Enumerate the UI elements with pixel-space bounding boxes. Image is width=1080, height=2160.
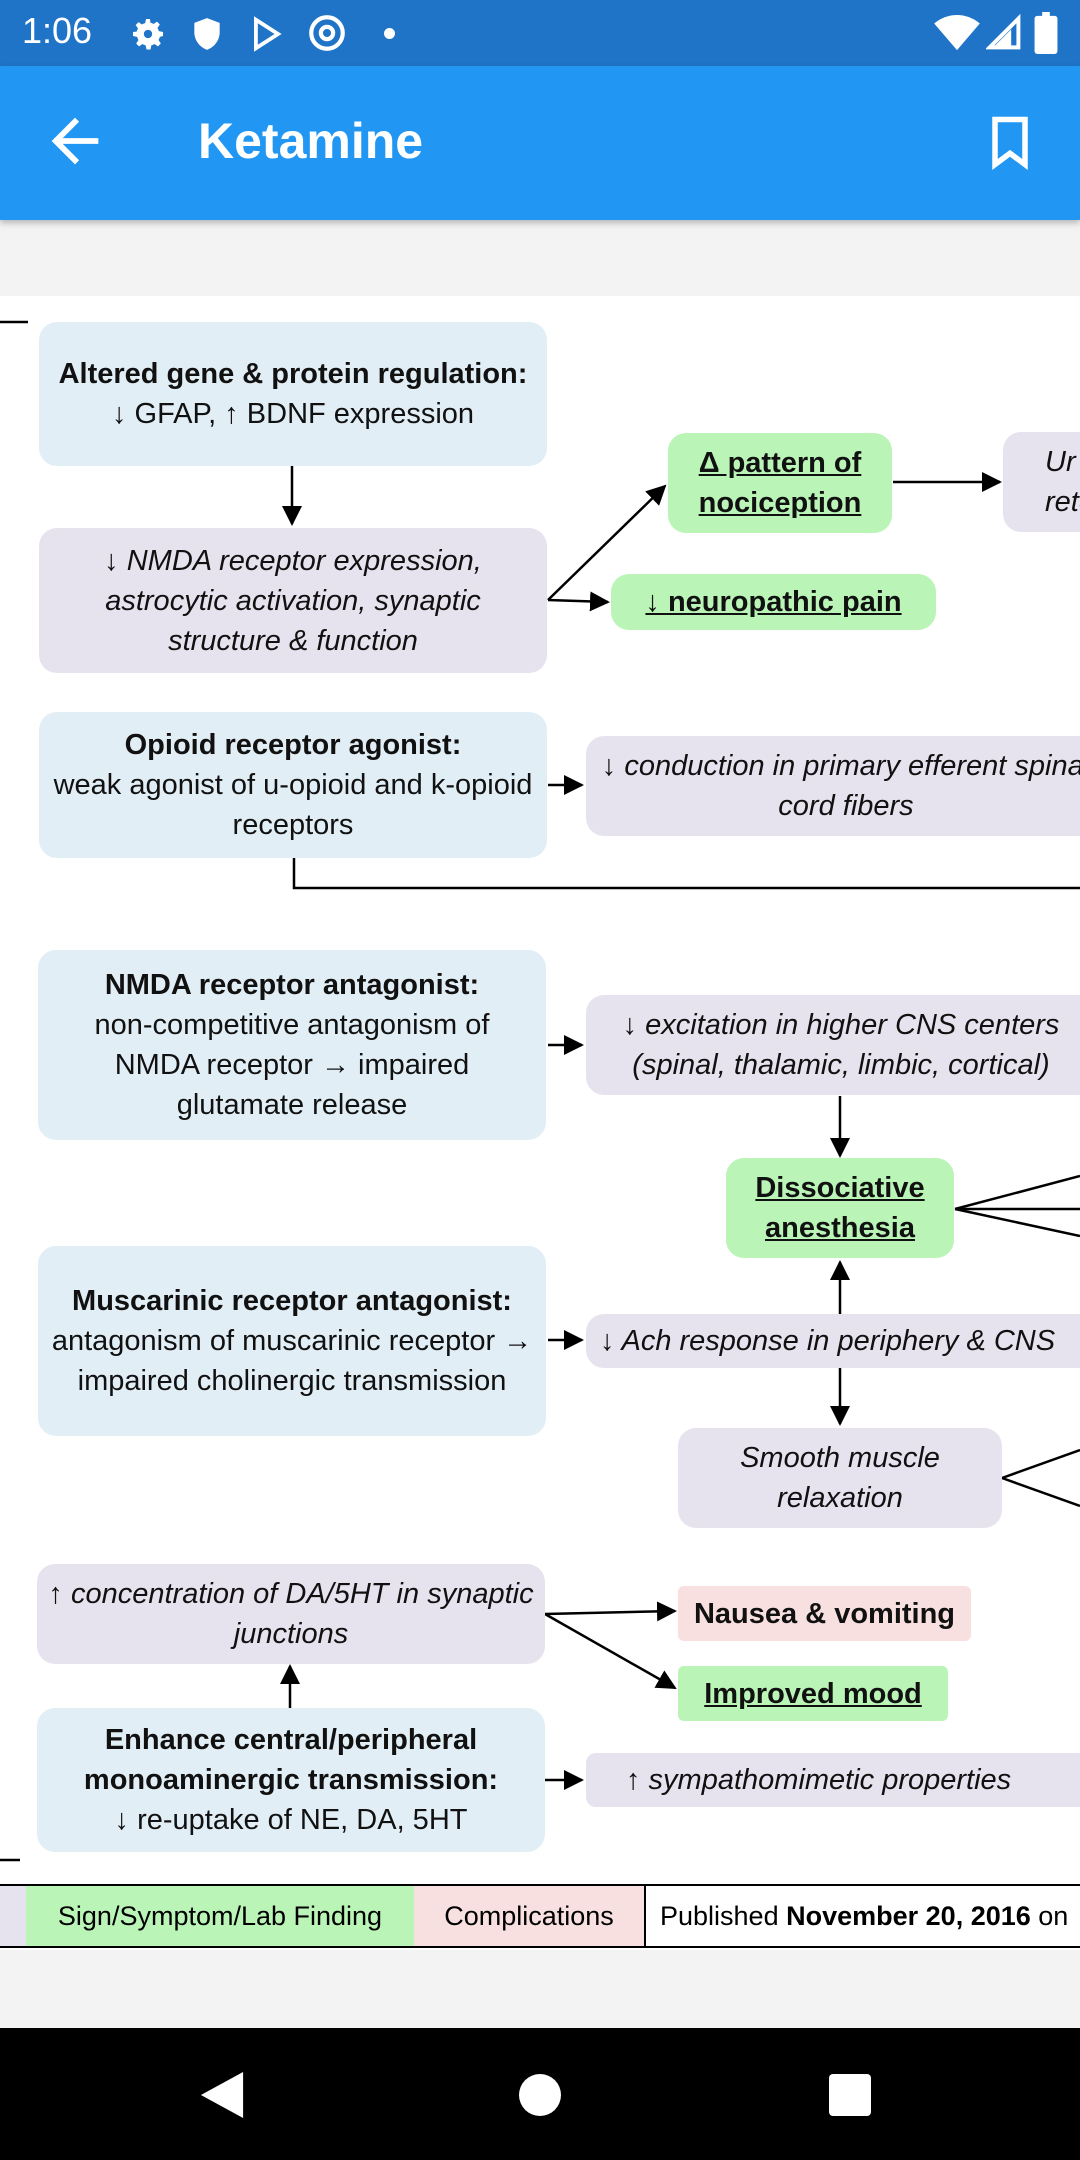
dissociative-anesthesia-box: Dissociative anesthesia	[726, 1158, 954, 1258]
neuropathic-pain-text: ↓ neuropathic pain	[645, 586, 902, 618]
ach-response-text: ↓ Ach response in periphery & CNS	[600, 1325, 1056, 1357]
cut-off-box: Ur rete	[1003, 432, 1080, 532]
conduction-box: ↓ conduction in primary efferent spinal …	[586, 736, 1080, 836]
smooth-muscle-box: Smooth muscle relaxation	[678, 1428, 1002, 1528]
gene-regulation-title: Altered gene & protein regulation:	[58, 358, 528, 390]
gene-regulation-body: ↓ GFAP, ↑ BDNF expression	[111, 398, 475, 430]
neuropathic-pain-box: ↓ neuropathic pain	[611, 574, 936, 630]
sympathomimetic-box: ↑ sympathomimetic properties	[586, 1753, 1080, 1807]
dot-icon	[384, 28, 395, 39]
shield-icon	[194, 18, 220, 50]
wifi-icon	[934, 14, 980, 51]
monoaminergic-title: Enhance central/peripheral monoaminergic…	[83, 1724, 499, 1796]
nav-home-icon[interactable]	[519, 2074, 561, 2116]
dissociative-anesthesia-text: Dissociative anesthesia	[755, 1172, 925, 1244]
battery-icon	[1034, 12, 1058, 54]
app-bar: Ketamine	[0, 66, 1080, 220]
page-title: Ketamine	[198, 113, 424, 169]
published-suffix: on	[1038, 1900, 1069, 1931]
nmda-expression-box: ↓ NMDA receptor expression, astrocytic a…	[39, 528, 547, 673]
pattern-nociception-box: Δ pattern of nociception	[668, 433, 892, 533]
status-time: 1:06	[22, 10, 93, 51]
legend-complications-text: Complications	[444, 1900, 614, 1931]
settings-icon	[133, 19, 163, 50]
cut-off-text-2: rete	[1045, 486, 1080, 518]
nausea-vomiting-box: Nausea & vomiting	[678, 1586, 971, 1641]
flowchart-panel[interactable]: Altered gene & protein regulation: ↓ GFAP…	[0, 296, 1080, 1950]
legend-pathophys-swatch	[0, 1886, 26, 1946]
bookmark-icon[interactable]	[980, 112, 1040, 172]
navigation-bar	[0, 2028, 1080, 2160]
legend-sign-text: Sign/Symptom/Lab Finding	[57, 1900, 383, 1931]
published-info: Published November 20, 2016 on	[644, 1886, 1080, 1946]
ach-response-box: ↓ Ach response in periphery & CNS	[586, 1314, 1080, 1368]
cut-off-text-1: Ur	[1045, 446, 1076, 478]
published-date: November 20, 2016	[786, 1900, 1031, 1931]
muscarinic-antagonist-title: Muscarinic receptor antagonist:	[72, 1285, 512, 1317]
nausea-vomiting-text: Nausea & vomiting	[693, 1597, 956, 1630]
muscarinic-antagonist-body: antagonism of muscarinic receptor → impa…	[51, 1325, 533, 1397]
sympathomimetic-text: ↑ sympathomimetic properties	[626, 1764, 1012, 1796]
concentration-text: ↑ concentration of DA/5HT in synaptic ju…	[48, 1578, 534, 1650]
opioid-agonist-box: Opioid receptor agonist: weak agonist of …	[39, 712, 547, 858]
at-sign-icon	[309, 15, 345, 51]
legend-sign-symptom: Sign/Symptom/Lab Finding	[26, 1886, 414, 1946]
status-bar: 1:06	[0, 0, 1080, 66]
nmda-antagonist-body: non-competitive antagonism of NMDA recep…	[94, 1009, 490, 1121]
nmda-antagonist-title: NMDA receptor antagonist:	[104, 969, 480, 1001]
monoaminergic-box: Enhance central/peripheral monoaminergic…	[37, 1708, 545, 1852]
excitation-text: ↓ excitation in higher CNS centers (spin…	[622, 1009, 1060, 1081]
improved-mood-box: Improved mood	[678, 1666, 948, 1721]
legend-complications: Complications	[414, 1886, 644, 1946]
excitation-box: ↓ excitation in higher CNS centers (spin…	[586, 995, 1080, 1095]
back-arrow-icon[interactable]	[40, 106, 110, 176]
published-prefix: Published	[660, 1900, 779, 1931]
nmda-antagonist-box: NMDA receptor antagonist: non-competitive…	[38, 950, 546, 1140]
opioid-agonist-title: Opioid receptor agonist:	[124, 729, 462, 761]
opioid-agonist-body: weak agonist of u-opioid and k-opioid re…	[53, 769, 533, 841]
gene-regulation-box: Altered gene & protein regulation: ↓ GFAP…	[39, 322, 547, 466]
play-store-icon	[254, 16, 282, 52]
conduction-text: ↓ conduction in primary efferent spinal …	[601, 750, 1080, 822]
nav-back-icon[interactable]	[200, 2072, 244, 2118]
nmda-expression-text: ↓ NMDA receptor expression, astrocytic a…	[104, 544, 482, 657]
legend-bar: Sign/Symptom/Lab Finding Complications P…	[0, 1884, 1080, 1948]
muscarinic-antagonist-box: Muscarinic receptor antagonist: antagonis…	[38, 1246, 546, 1436]
signal-icon	[986, 14, 1021, 50]
concentration-box: ↑ concentration of DA/5HT in synaptic ju…	[37, 1564, 545, 1664]
smooth-muscle-text: Smooth muscle relaxation	[740, 1442, 940, 1514]
nav-recents-icon[interactable]	[829, 2074, 871, 2116]
monoaminergic-body: ↓ re-uptake of NE, DA, 5HT	[114, 1804, 468, 1836]
pattern-nociception-text: Δ pattern of nociception	[698, 447, 862, 519]
improved-mood-text: Improved mood	[704, 1677, 922, 1710]
